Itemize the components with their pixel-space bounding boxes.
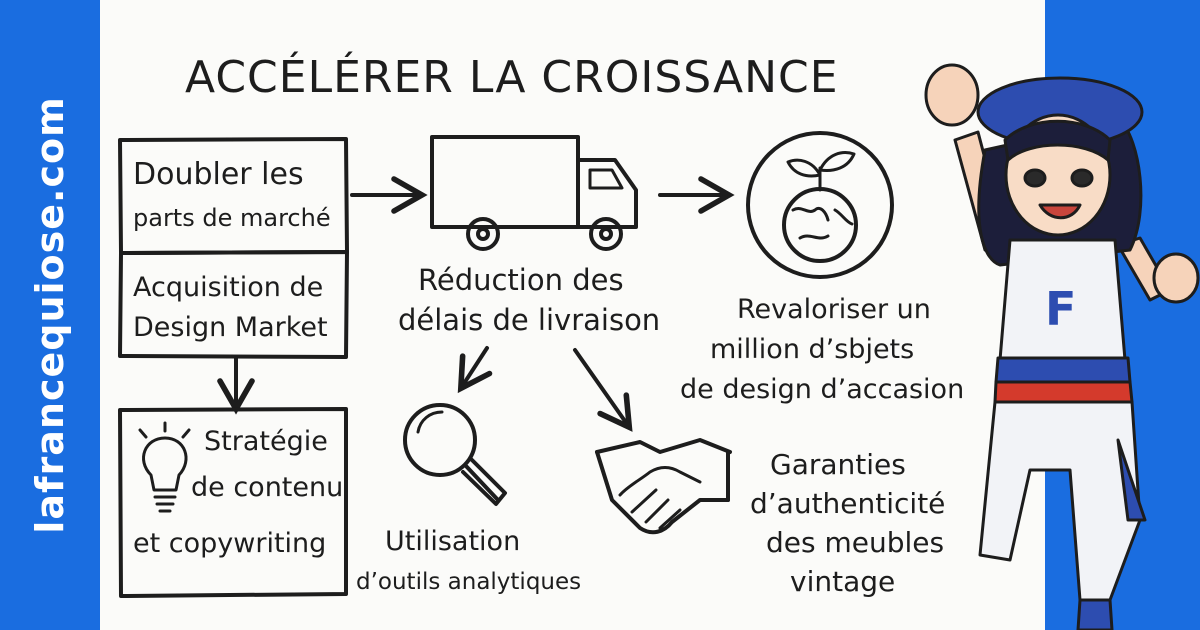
arrow-delivery-to-authenticity [573, 348, 633, 432]
arrow-delivery-to-analytics [457, 346, 493, 394]
authenticity-line4: vintage [790, 565, 895, 598]
box-acquisition: Acquisition de Design Market [118, 250, 349, 359]
box-strategy-line1: Stratégie [204, 426, 328, 457]
revalue-line2: million d’sbjets [710, 334, 914, 365]
box-strategy-line2: de contenu [191, 472, 343, 503]
magnifier-icon [403, 403, 507, 506]
lightbulb-icon [138, 421, 191, 513]
plant-globe-icon [746, 131, 894, 279]
authenticity-line1: Garanties [770, 448, 906, 481]
delivery-line1: Réduction des [418, 263, 624, 297]
brand-sidebar: lafrancequiose.com [0, 0, 100, 630]
analytics-line1: Utilisation [385, 526, 520, 557]
box-acquisition-line2: Design Market [133, 312, 328, 343]
truck-icon [430, 135, 638, 251]
box-content-strategy: Stratégie de contenu et copywriting [118, 407, 348, 598]
box-acquisition-line1: Acquisition de [133, 272, 323, 303]
box-strategy-line3: et copywriting [133, 528, 326, 559]
authenticity-line3: des meubles [766, 526, 944, 559]
box-market-line2: parts de marché [133, 204, 331, 232]
revalue-line3: de design d’accasion [680, 374, 964, 405]
delivery-line2: délais de livraison [398, 303, 660, 337]
analytics-line2: d’outils analytiques [356, 569, 581, 595]
authenticity-line2: d’authenticité [750, 487, 945, 520]
box-market-line1: Doubler les [133, 157, 304, 192]
box-market-share: Doubler les parts de marché [118, 137, 349, 255]
mascot-shirt-letter: F [1045, 282, 1076, 336]
mascot-illustration: F [924, 63, 1200, 630]
diagram-title: ACCÉLÉRER LA CROISSANCE [185, 50, 839, 103]
handshake-icon [595, 438, 732, 535]
revalue-line1: Revaloriser un [737, 294, 931, 325]
whiteboard [100, 0, 1045, 630]
